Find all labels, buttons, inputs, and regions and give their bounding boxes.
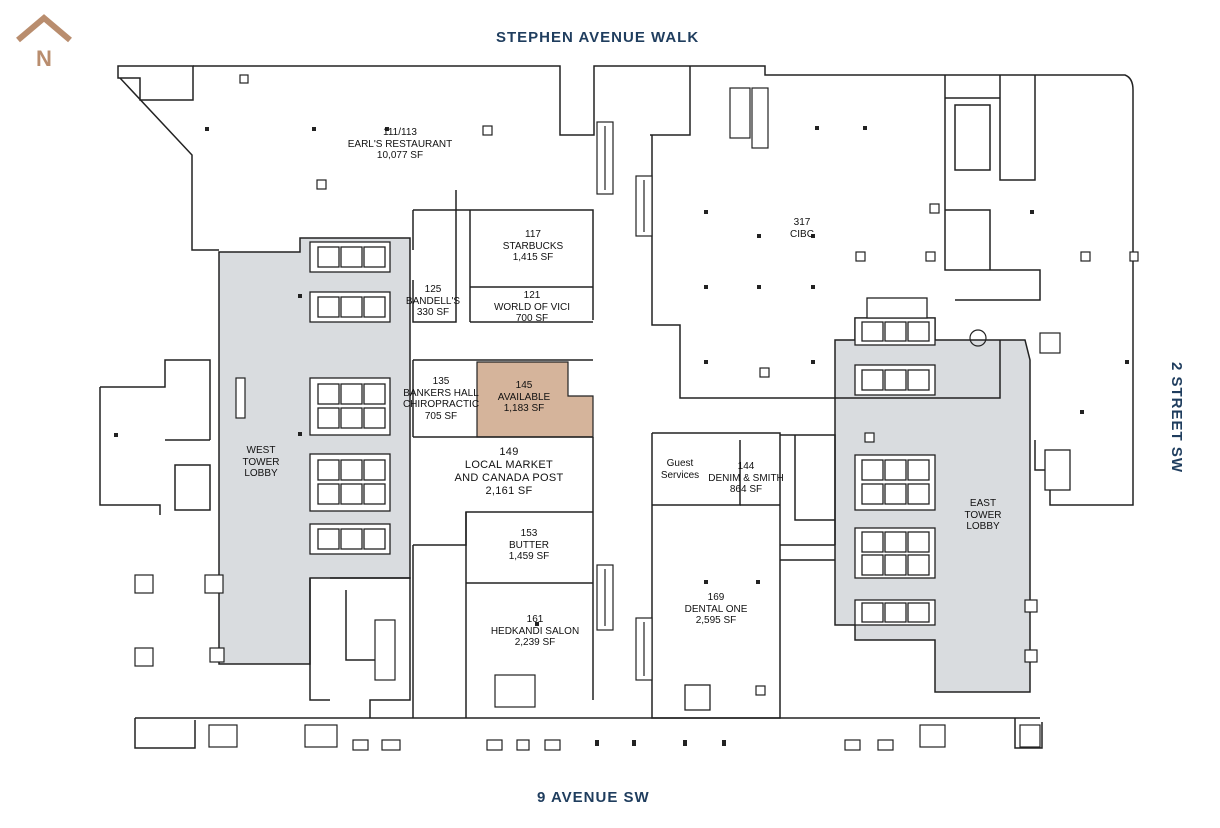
- unit-label-line: LOBBY: [244, 468, 278, 479]
- unit-label-line: AVAILABLE: [497, 391, 551, 403]
- unit-label-line: 2,161 SF: [485, 485, 533, 497]
- unit-label-line: 121: [523, 290, 541, 301]
- unit-label-line: WORLD OF VICI: [493, 301, 571, 313]
- street-label-9-avenue-sw: 9 AVENUE SW: [537, 789, 650, 806]
- unit-label-line: LOBBY: [966, 521, 1000, 532]
- unit-label-line: 2,595 SF: [695, 615, 737, 626]
- unit-label-line: 135: [432, 376, 450, 387]
- street-label-stephen-avenue-walk: STEPHEN AVENUE WALK: [496, 29, 700, 46]
- unit-label-line: 1,415 SF: [512, 252, 554, 263]
- unit-label-line: 705 SF: [424, 410, 458, 422]
- unit-label-line: Guest: [666, 458, 694, 469]
- escalators: [235, 87, 769, 708]
- unit-label-line: 1,459 SF: [508, 551, 550, 562]
- unit-label-line: 1,183 SF: [503, 403, 545, 414]
- unit-label-line: BUTTER: [509, 539, 549, 551]
- unit-label-line: EARL'S RESTAURANT: [347, 138, 453, 150]
- unit-label-line: Services: [660, 469, 700, 481]
- unit-label-line: 700 SF: [515, 313, 549, 324]
- unit-label-line: AND CANADA POST: [454, 472, 564, 484]
- unit-label-line: 2,239 SF: [514, 637, 556, 648]
- unit-label-line: CIBC: [790, 228, 814, 240]
- unit-label-line: EAST: [969, 498, 997, 509]
- unit-label-line: 117: [525, 229, 541, 240]
- unit-label-line: 317: [793, 217, 811, 228]
- street-label-2-street-sw: 2 STREET SW: [1168, 362, 1185, 474]
- walls: [99, 65, 1134, 749]
- unit-label-line: BANKERS HALL: [403, 387, 479, 399]
- columns: [134, 74, 1139, 751]
- north-arrow-icon: N: [16, 14, 72, 71]
- unit-label-line: DENTAL ONE: [684, 603, 748, 615]
- unit-label-line: 330 SF: [416, 307, 450, 318]
- unit-label-line: 111/113: [383, 127, 417, 138]
- unit-label-line: 864 SF: [729, 484, 763, 495]
- unit-label-line: STARBUCKS: [502, 240, 564, 252]
- unit-label-line: 149: [499, 446, 519, 458]
- unit-label-line: DENIM & SMITH: [708, 472, 784, 484]
- unit-label-line: 145: [515, 380, 533, 391]
- unit-label-line: 144: [737, 461, 755, 472]
- column-dots: [114, 126, 1129, 746]
- unit-label-line: 10,077 SF: [376, 150, 424, 161]
- unit-label-line: CHIROPRACTIC: [402, 399, 480, 410]
- unit-label-line: TOWER: [242, 456, 280, 468]
- unit-label-line: TOWER: [964, 509, 1002, 521]
- svg-text:N: N: [36, 46, 52, 71]
- elevator-banks: [309, 241, 1071, 711]
- unit-label-line: BANDELL'S: [405, 295, 461, 307]
- unit-label-line: LOCAL MARKET: [464, 459, 554, 471]
- unit-label-line: 153: [520, 528, 538, 539]
- unit-label-line: 125: [424, 284, 442, 295]
- unit-label-line: 169: [707, 592, 725, 603]
- unit-label-line: WEST: [246, 445, 276, 456]
- unit-label-line: HEDKANDI SALON: [490, 625, 580, 637]
- unit-label-line: 161: [526, 614, 544, 625]
